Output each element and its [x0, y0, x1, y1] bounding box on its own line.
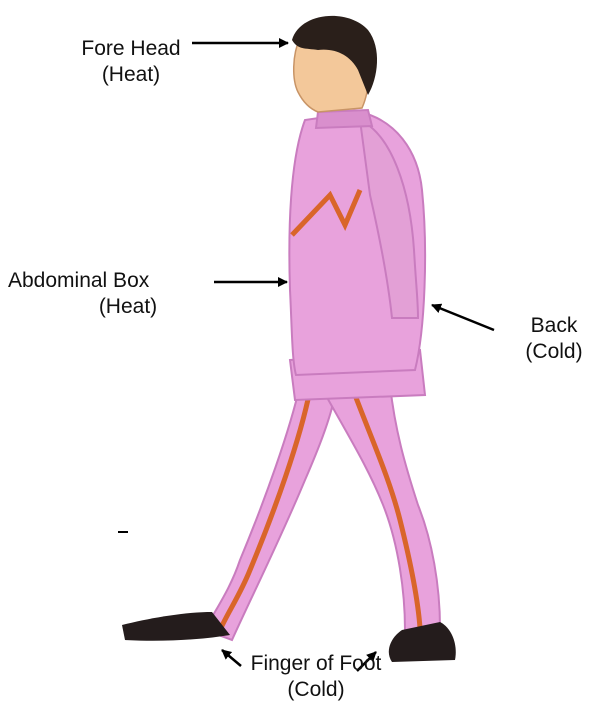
forehead-label-state: (Heat): [56, 62, 206, 88]
back-label: Back (Cold): [510, 313, 598, 365]
abdomen-label-name: Abdominal Box: [8, 268, 208, 294]
forehead-label: Fore Head (Heat): [56, 36, 206, 88]
person-figure: [122, 16, 456, 662]
forehead-label-name: Fore Head: [56, 36, 206, 62]
front-leg: [320, 385, 440, 630]
back-shoe: [122, 612, 230, 641]
abdomen-label-state: (Heat): [8, 294, 208, 320]
foot-label-state: (Cold): [216, 677, 416, 703]
abdomen-label: Abdominal Box (Heat): [8, 268, 208, 320]
foot-label: Finger of Foot (Cold): [216, 651, 416, 703]
back-arrow: [432, 305, 494, 330]
collar: [316, 110, 372, 128]
back-leg: [205, 385, 335, 640]
back-label-name: Back: [510, 313, 598, 339]
foot-label-name: Finger of Foot: [216, 651, 416, 677]
back-label-state: (Cold): [510, 339, 598, 365]
